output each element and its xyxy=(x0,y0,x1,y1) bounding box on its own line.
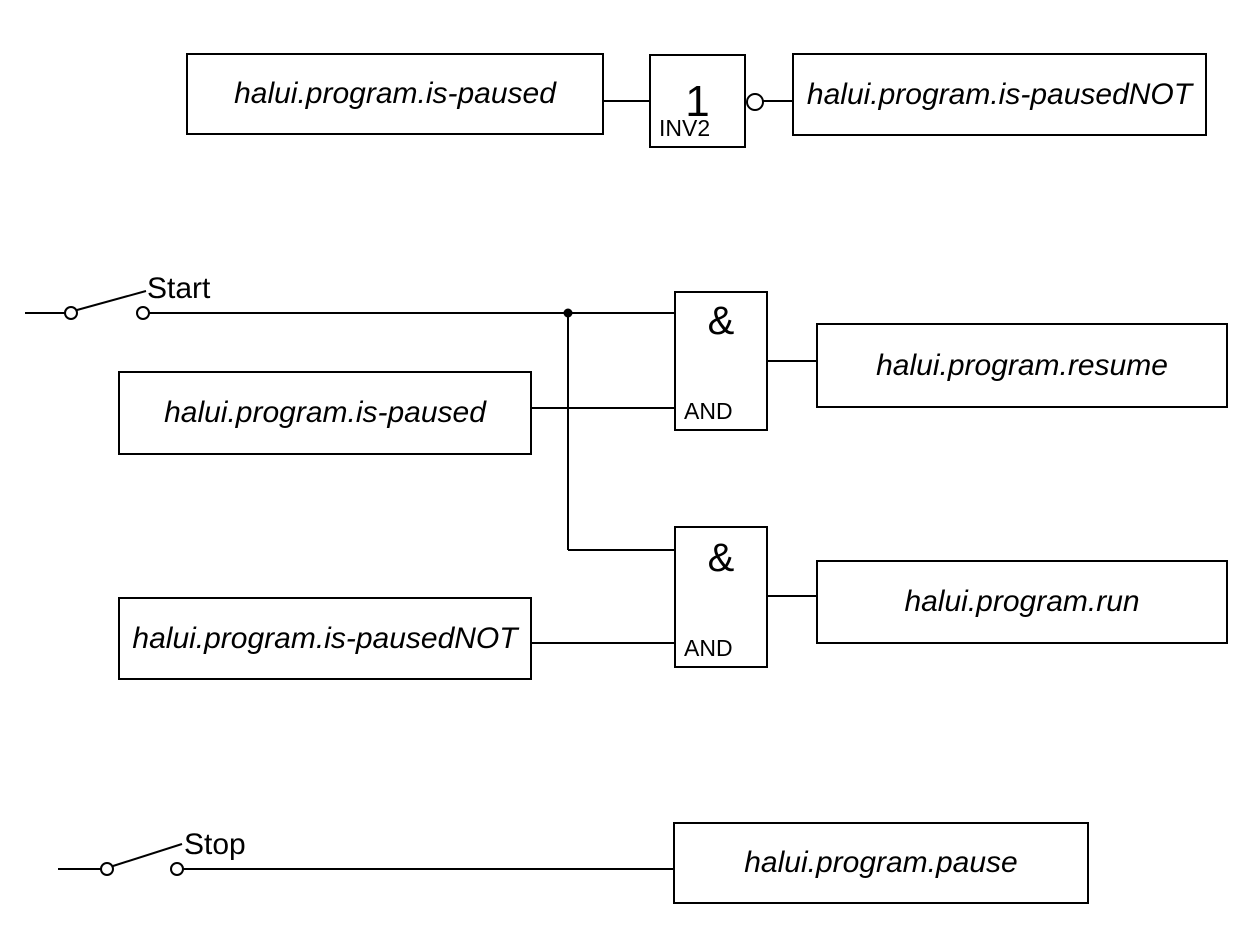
signal-box-is-paused-mid: halui.program.is-paused xyxy=(118,371,532,455)
inverter-gate: 1 INV2 xyxy=(649,54,746,148)
signal-label: halui.program.resume xyxy=(876,348,1168,382)
stop-switch-contact-right xyxy=(170,862,184,876)
signal-box-is-pausednot-top: halui.program.is-pausedNOT xyxy=(792,53,1207,136)
start-switch-lever xyxy=(76,290,147,311)
and-gate-symbol: & xyxy=(707,299,735,343)
and-gate-label: AND xyxy=(684,398,733,424)
and-gate-symbol: & xyxy=(707,536,735,580)
inverter-gate-label: INV2 xyxy=(659,115,711,141)
and-gate-label: AND xyxy=(684,635,733,661)
signal-box-resume: halui.program.resume xyxy=(816,323,1228,408)
signal-label: halui.program.is-paused xyxy=(164,396,486,429)
signal-label: halui.program.pause xyxy=(744,846,1018,879)
start-switch-contact-left xyxy=(64,306,78,320)
signal-box-run: halui.program.run xyxy=(816,560,1228,644)
signal-box-is-pausednot-mid: halui.program.is-pausedNOT xyxy=(118,597,532,680)
signal-label: halui.program.is-pausedNOT xyxy=(132,621,518,655)
signal-box-is-paused-top: halui.program.is-paused xyxy=(186,53,604,135)
and-gate-1: & AND xyxy=(674,291,768,431)
signal-label: halui.program.run xyxy=(904,585,1140,618)
stop-switch-contact-left xyxy=(100,862,114,876)
stop-switch-label: Stop xyxy=(184,828,246,861)
inverter-symbol: 1 xyxy=(685,77,710,126)
start-switch-contact-right xyxy=(136,306,150,320)
start-switch-label: Start xyxy=(147,272,211,305)
signal-label: halui.program.is-pausedNOT xyxy=(806,77,1193,111)
and-gate-2: & AND xyxy=(674,526,768,668)
signal-label: halui.program.is-paused xyxy=(234,77,556,110)
signal-box-pause: halui.program.pause xyxy=(673,822,1089,904)
inverter-bubble xyxy=(746,93,764,111)
stop-switch-lever xyxy=(112,843,183,867)
